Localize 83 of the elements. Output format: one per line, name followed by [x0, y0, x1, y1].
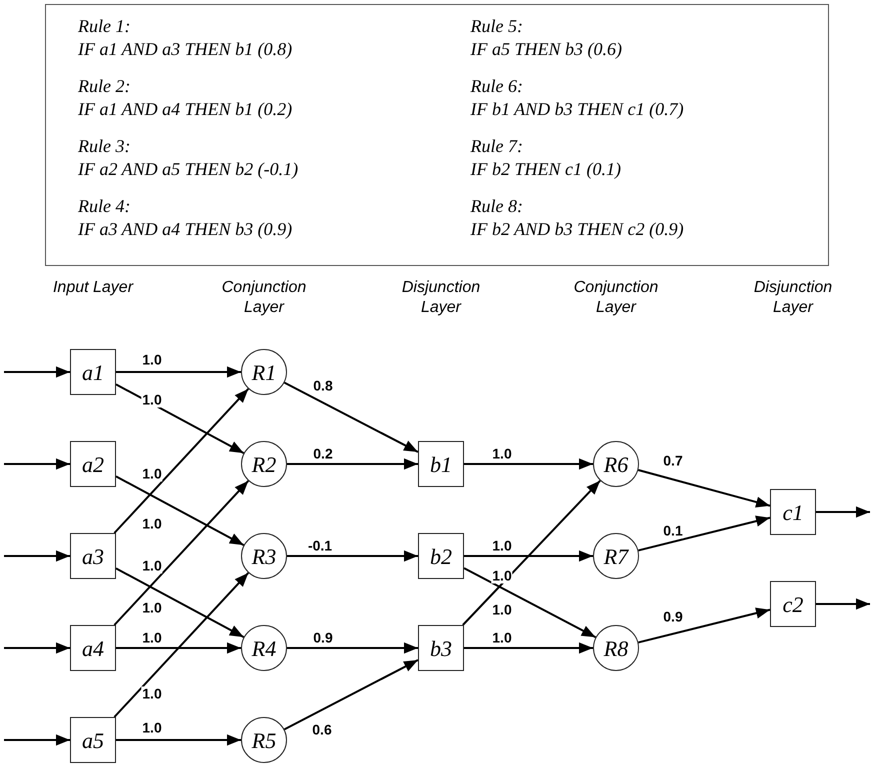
- input-output-box: c2: [770, 581, 816, 627]
- arrow: [116, 476, 244, 546]
- edge-label: 0.9: [312, 630, 334, 646]
- edge-label: 1.0: [141, 352, 163, 368]
- input-output-box: a1: [70, 349, 116, 395]
- edge-label: 1.0: [491, 602, 513, 618]
- layer-heading: Conjunction Layer: [572, 278, 660, 318]
- rule-text: IF a5 THEN b3 (0.6): [470, 38, 623, 61]
- arrow: [116, 366, 241, 378]
- rule-heading: Rule 3:: [78, 135, 132, 158]
- input-output-box: b1: [418, 441, 464, 487]
- arrow: [638, 469, 770, 508]
- edge-label: 1.0: [491, 538, 513, 554]
- layer-heading: Conjunction Layer: [220, 278, 308, 318]
- rule-text: IF a1 AND a4 THEN b1 (0.2): [78, 98, 294, 121]
- rule-heading: Rule 8:: [470, 195, 524, 218]
- arrow: [638, 608, 770, 644]
- input-output-box: a3: [70, 533, 116, 579]
- edge-label: 1.0: [141, 558, 163, 574]
- arrow: [4, 366, 70, 378]
- edge-label: 0.8: [312, 378, 334, 394]
- arrow: [114, 572, 250, 718]
- rule-text: IF b1 AND b3 THEN c1 (0.7): [470, 98, 685, 121]
- edge-label: 1.0: [141, 392, 163, 408]
- edge-label: 1.0: [491, 630, 513, 646]
- arrow: [4, 458, 70, 470]
- arrow: [287, 642, 418, 654]
- arrow: [287, 550, 418, 562]
- edge-label: 1.0: [141, 720, 163, 736]
- arrow: [638, 516, 770, 552]
- arrow: [816, 598, 870, 610]
- layer-heading: Disjunction Layer: [400, 278, 482, 318]
- arrow: [114, 480, 250, 626]
- rule-heading: Rule 4:: [78, 195, 132, 218]
- rule-text: IF b2 THEN c1 (0.1): [470, 158, 622, 181]
- edge-label: 0.6: [311, 722, 333, 738]
- input-output-box: b2: [418, 533, 464, 579]
- rules-panel: [45, 4, 829, 266]
- edge-label: 0.9: [662, 610, 684, 624]
- edge-label: -0.1: [306, 538, 334, 554]
- edge-label: 1.0: [491, 568, 513, 584]
- input-output-box: a5: [70, 717, 116, 763]
- arrow: [114, 388, 250, 534]
- arrow: [464, 550, 593, 562]
- arrow: [116, 568, 244, 638]
- rule-text: IF a3 AND a4 THEN b3 (0.9): [78, 218, 294, 241]
- arrow: [284, 659, 418, 730]
- edge-label: 1.0: [141, 630, 163, 646]
- edge-label: 1.0: [141, 466, 163, 482]
- edge-label: 1.0: [141, 600, 163, 616]
- rule-text: IF a2 AND a5 THEN b2 (-0.1): [78, 158, 300, 181]
- arrow: [4, 642, 70, 654]
- arrow: [462, 480, 601, 626]
- edge-label: 1.0: [141, 686, 163, 702]
- rule-heading: Rule 5:: [470, 15, 524, 38]
- arrow: [287, 458, 418, 470]
- arrow: [116, 384, 244, 454]
- edge-label: 0.1: [662, 524, 684, 538]
- arrow: [116, 642, 241, 654]
- input-output-box: a4: [70, 625, 116, 671]
- arrow: [4, 550, 70, 562]
- edge-label: 1.0: [141, 516, 163, 532]
- edge-label: 0.7: [662, 454, 684, 468]
- rule-heading: Rule 2:: [78, 75, 132, 98]
- rule-heading: Rule 7:: [470, 135, 524, 158]
- rule-text: IF b2 AND b3 THEN c2 (0.9): [470, 218, 685, 241]
- arrow: [464, 567, 596, 638]
- input-output-box: b3: [418, 625, 464, 671]
- arrow: [4, 734, 70, 746]
- layer-heading: Input Layer: [52, 278, 134, 298]
- arrow: [464, 458, 593, 470]
- rule-heading: Rule 6:: [470, 75, 524, 98]
- input-output-box: c1: [770, 489, 816, 535]
- input-output-box: a2: [70, 441, 116, 487]
- edge-label: 0.2: [312, 446, 334, 462]
- arrow: [464, 642, 593, 654]
- arrow: [284, 382, 418, 453]
- arrow: [116, 734, 241, 746]
- layer-heading: Disjunction Layer: [752, 278, 834, 318]
- rule-text: IF a1 AND a3 THEN b1 (0.8): [78, 38, 294, 61]
- arrow: [816, 506, 870, 518]
- edge-label: 1.0: [491, 446, 513, 462]
- rule-heading: Rule 1:: [78, 15, 132, 38]
